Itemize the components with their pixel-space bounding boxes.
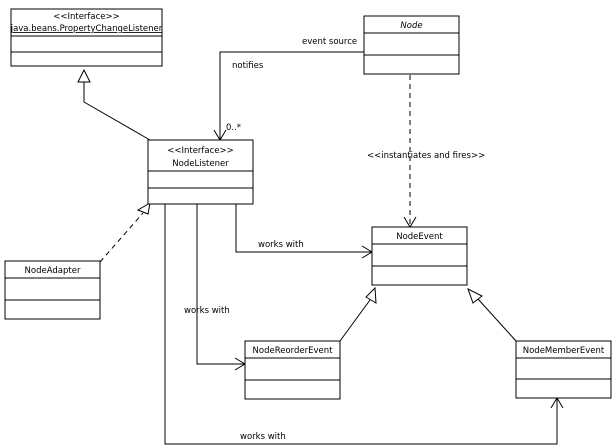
class-node[interactable]: Node [363, 15, 460, 75]
association-nodelistener-workswith-nodememberevent [164, 204, 564, 445]
association-nodelistener-workswith-nodereorderevent [196, 204, 246, 371]
realization-arrowhead [136, 202, 151, 215]
class-node-listener[interactable]: <<Interface>> NodeListener [147, 139, 254, 205]
generalization-arrowhead [77, 68, 91, 83]
class-name: NodeReorderEvent [253, 346, 334, 356]
association-nodelistener-workswith-nodeevent [235, 204, 373, 259]
class-name: NodeMemberEvent [523, 346, 605, 356]
generalization-nodelistener-to-propertychangelistener [77, 68, 151, 141]
label-notifies: notifies [232, 61, 264, 71]
label-works-with-nodereorderevent: works with [184, 306, 230, 316]
label-works-with-nodememberevent: works with [240, 432, 286, 442]
generalization-arrowhead [365, 286, 377, 304]
class-name: java.beans.PropertyChangeListener [10, 24, 163, 34]
stereotype-label: <<Interface>> [53, 12, 120, 22]
class-name: Node [400, 21, 422, 31]
realization-nodeadapter-to-nodelistener [99, 202, 151, 263]
generalization-arrowhead [467, 287, 483, 304]
class-node-event[interactable]: NodeEvent [371, 226, 468, 286]
label-event-source: event source [302, 37, 357, 47]
class-name: NodeEvent [396, 232, 443, 242]
label-instantiates-and-fires: <<instantiates and fires>> [367, 151, 485, 161]
class-property-change-listener[interactable]: <<Interface>> java.beans.PropertyChangeL… [10, 8, 163, 67]
label-works-with-nodeevent: works with [258, 240, 304, 250]
class-name: NodeListener [172, 159, 229, 169]
class-node-adapter[interactable]: NodeAdapter [4, 260, 101, 320]
class-node-reorder-event[interactable]: NodeReorderEvent [244, 340, 341, 400]
class-name: NodeAdapter [25, 266, 81, 276]
label-multiplicity: 0..* [226, 123, 241, 133]
stereotype-label: <<Interface>> [167, 146, 234, 156]
generalization-nodereorderevent-to-nodeevent [339, 286, 377, 342]
generalization-nodememberevent-to-nodeevent [467, 287, 517, 342]
class-node-member-event[interactable]: NodeMemberEvent [515, 340, 612, 399]
